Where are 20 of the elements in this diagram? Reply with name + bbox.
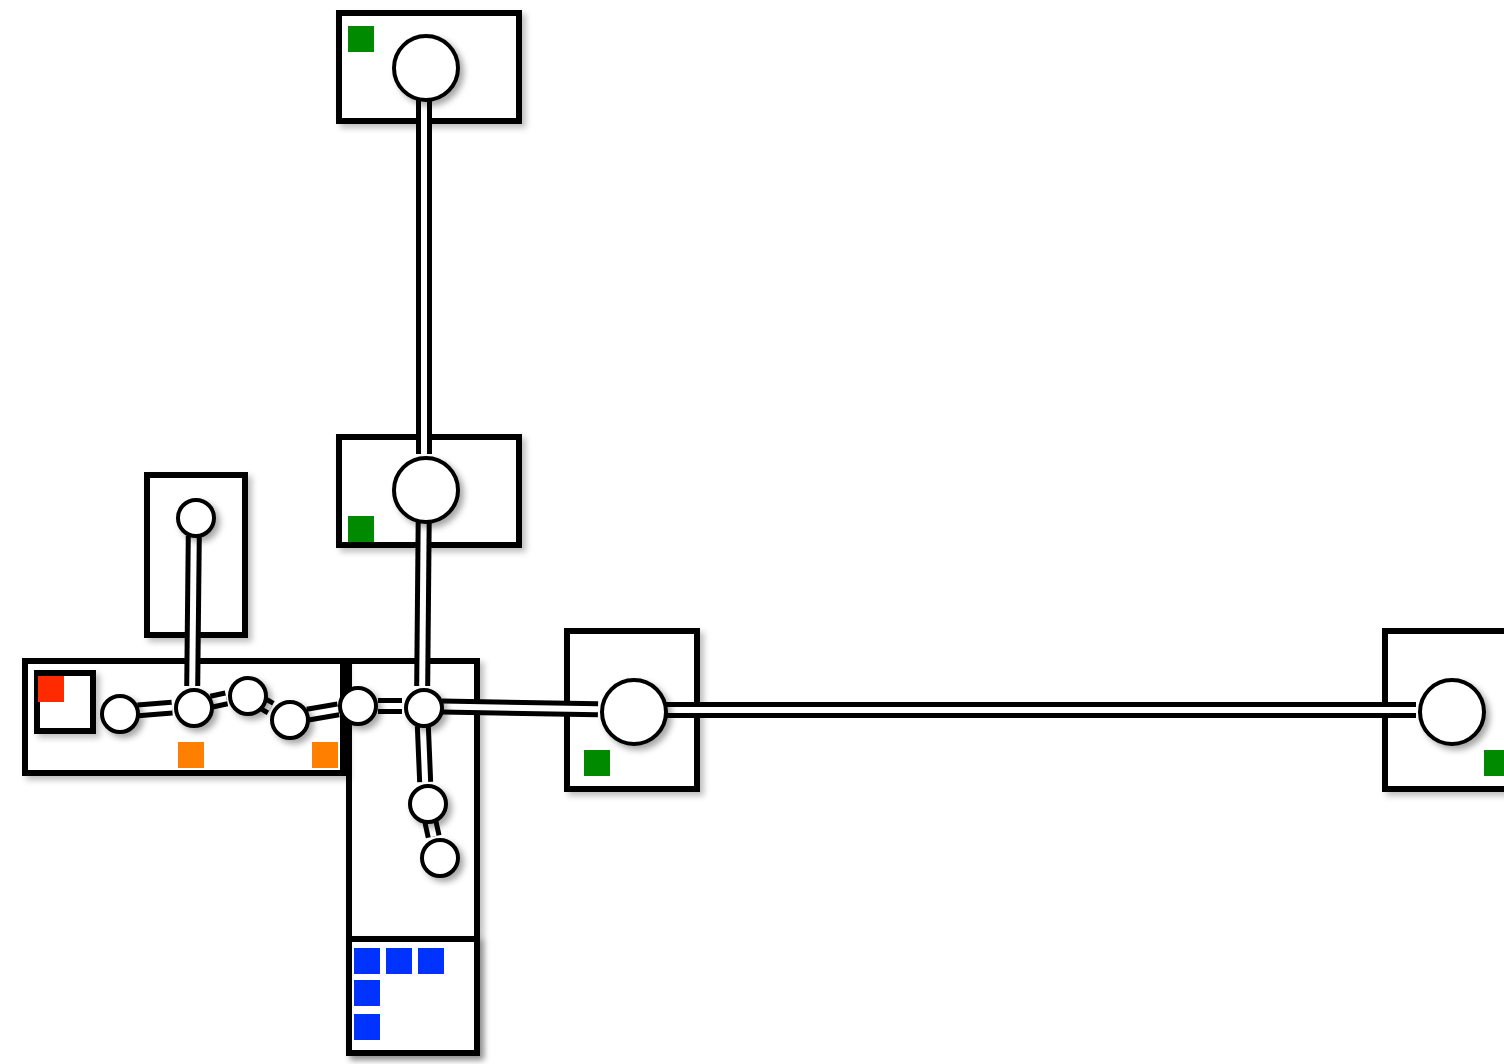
pipe-connector [209,690,229,710]
region-box [336,434,522,548]
pipe-connector [184,535,202,687]
region-box [564,628,700,792]
region-box [22,658,346,776]
pipe-connector [137,699,173,719]
pipe-connector [666,702,1416,718]
pipe-connector [414,725,434,783]
pipe-connector [422,819,442,839]
region-box [144,472,248,638]
pipe-connector [441,698,599,718]
pipe-connector [416,100,432,454]
pipe-connector [378,698,402,714]
region-box [346,658,480,1056]
pipe-connector [306,701,340,723]
region-box [34,670,96,734]
region-box [1382,628,1504,792]
pipe-connector [259,696,275,716]
region-box [336,10,522,124]
pipe-connector [414,521,432,687]
